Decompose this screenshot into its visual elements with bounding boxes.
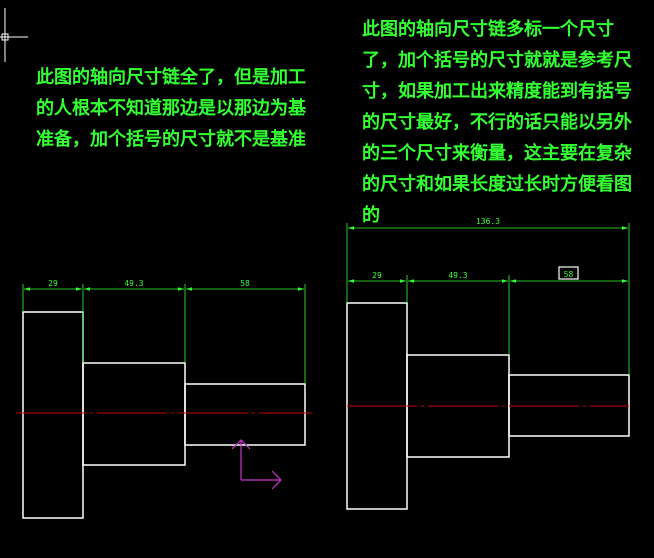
left-dimension-group — [22, 284, 306, 384]
left-dim-text-2: 49.3 — [124, 279, 143, 288]
ucs-axis-icon — [231, 439, 282, 490]
left-dim-text-3: 58 — [240, 279, 250, 288]
left-shaft-step-3 — [184, 383, 306, 446]
right-dim-text-3: 58 — [564, 270, 574, 279]
crosshair-icon — [0, 8, 28, 62]
right-dim-text-total: 136.3 — [476, 217, 500, 226]
note-left: 此图的轴向尺寸链全了，但是加工的人根本不知道那边是以那边为基准备，加个括号的尺寸… — [36, 67, 306, 150]
left-shaft-step-1 — [22, 311, 84, 519]
note-right: 此图的轴向尺寸链多标一个尺寸了，加个括号的尺寸就就是参考尺寸，如果加工出来精度能… — [362, 19, 632, 226]
left-dim-text-1: 29 — [48, 279, 58, 288]
left-shaft — [22, 311, 306, 519]
right-dim-text-1: 29 — [372, 271, 382, 280]
left-shaft-step-2 — [82, 362, 186, 466]
right-dim-text-2: 49.3 — [448, 271, 467, 280]
reference-dimension-box — [558, 266, 579, 280]
right-dimension-group — [346, 223, 630, 375]
